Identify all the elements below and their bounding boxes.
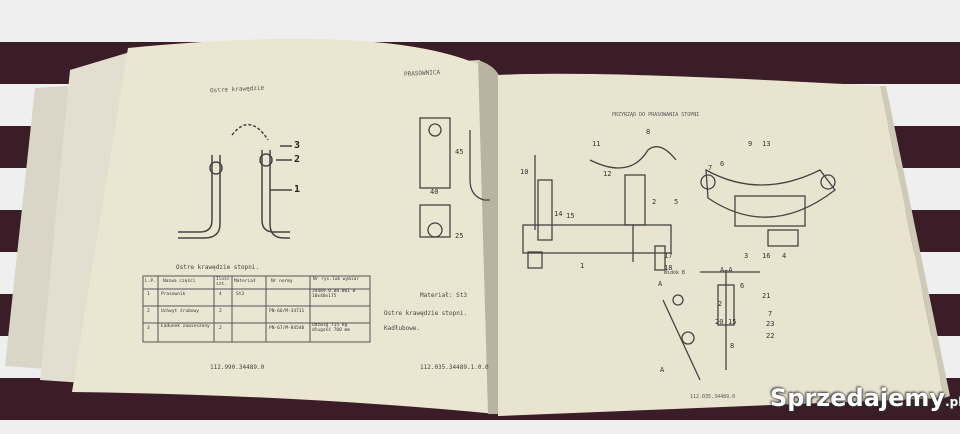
parts-table: L.P. Nazwa części Ilość szt. Materiał Nr…: [143, 277, 370, 340]
callout: 10: [520, 168, 529, 176]
callout: 16: [762, 252, 771, 260]
callout: 12: [603, 170, 612, 178]
th-lp: L.P.: [145, 279, 156, 284]
cell: Uchwyt śrubowy: [161, 309, 199, 314]
th-drawing: Nr rys.lub wymiar: [313, 277, 360, 282]
table-row: 2 Uchwyt śrubowy 2 PN-66/M-34711: [143, 306, 370, 323]
dim-40: 40: [430, 188, 439, 196]
cell: PN-66/M-34711: [269, 309, 305, 314]
callout: 5: [674, 198, 679, 206]
table-row: 3 Ładunek zawieszony 2 PN-67/M-84540 Udź…: [143, 323, 370, 340]
callout: 6: [740, 282, 745, 290]
th-qty: Ilość szt.: [216, 277, 230, 287]
material-note: Materiał: St3: [420, 292, 467, 299]
table-caption: Ostre krawędzie stopni.: [176, 264, 260, 271]
callout: 8: [646, 128, 651, 136]
detail-b-label: Widok B: [664, 270, 686, 276]
cell: 2: [147, 309, 150, 314]
callout: 15: [566, 212, 575, 220]
callout: 2: [652, 198, 657, 206]
cell: 1: [147, 292, 150, 297]
callout: 20: [715, 318, 724, 326]
callout: 18: [664, 264, 673, 272]
cell: Udźwig 715 kg długość 700 mm: [312, 323, 350, 333]
callout: 1: [580, 262, 585, 270]
left-page: [72, 38, 496, 414]
callout: 7: [708, 164, 713, 172]
cell: 4: [219, 292, 222, 297]
callout: A: [658, 280, 663, 288]
part-label-1: 1: [294, 184, 301, 195]
callout: 9: [748, 140, 753, 148]
footer-right: 112.035.34489.1.0.0: [420, 364, 489, 371]
right-footer: 112.035.34489.0: [690, 394, 736, 400]
callout: 13: [762, 140, 771, 148]
callout: 2: [718, 300, 723, 308]
cell: 2: [219, 326, 222, 331]
cell: Ładunek zawieszony: [161, 324, 210, 329]
callout: 8: [730, 342, 735, 350]
table-header-row: L.P. Nazwa części Ilość szt. Materiał Nr…: [143, 277, 370, 289]
callout: 3: [744, 252, 749, 260]
plate-drawing: [419, 117, 490, 238]
parts-table-grid: [142, 275, 371, 343]
callout: A: [660, 366, 665, 374]
callout: 6: [720, 160, 725, 168]
callout: 11: [592, 140, 601, 148]
callout: 23: [766, 320, 775, 328]
part-label-3: 3: [294, 140, 301, 151]
callout: 15: [728, 318, 737, 326]
cell: 2: [219, 309, 222, 314]
cell: Prasownik: [161, 292, 186, 297]
right-header: PRZYRZĄD DO PRASOWANIA STOPNI: [612, 112, 700, 118]
note-line1: Ostre krawędzie stopni.: [384, 310, 468, 317]
note-line2: Kadłubowe.: [384, 325, 421, 332]
cell: St3: [236, 292, 245, 297]
cell: 3: [147, 326, 150, 331]
cell: PN-67/M-84540: [269, 326, 305, 331]
fixture-drawing: [522, 146, 836, 381]
cell: 34489.0.00.001 ø 10x40x175: [312, 289, 356, 299]
callout: 17: [664, 252, 673, 260]
section-aa-label: A–A: [720, 266, 733, 274]
callout: 22: [766, 332, 775, 340]
callout: 4: [782, 252, 787, 260]
callout: 21: [762, 292, 771, 300]
table-row: 1 Prasownik 4 St3 34489.0.00.001 ø 10x40…: [143, 289, 370, 306]
hook-drawing: [178, 124, 292, 239]
part-label-2: 2: [294, 154, 301, 165]
watermark-text: Sprzedajemy: [770, 384, 946, 412]
watermark: Sprzedajemy.pl: [770, 384, 960, 412]
th-material: Materiał: [234, 279, 256, 284]
right-page: [498, 73, 944, 417]
footer-left: 112.990.34489.0: [210, 364, 265, 371]
callout: 14: [554, 210, 563, 218]
watermark-tld: .pl: [945, 395, 960, 409]
th-name: Nazwa części: [163, 279, 196, 284]
th-norm: Nr normy: [271, 279, 293, 284]
callout: 7: [768, 310, 773, 318]
dim-25: 25: [455, 232, 464, 240]
dim-45: 45: [455, 148, 464, 156]
